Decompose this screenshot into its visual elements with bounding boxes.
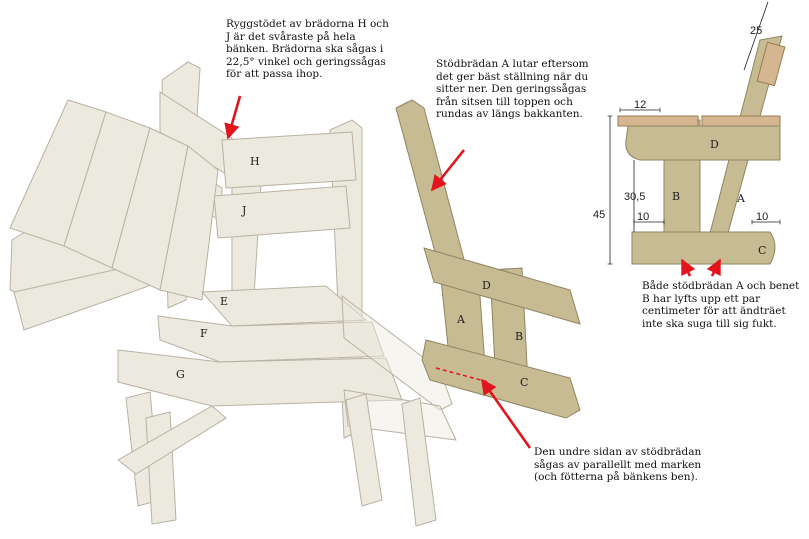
label-j: J bbox=[241, 204, 246, 217]
dim-12: 12 bbox=[634, 99, 646, 111]
label-b: B bbox=[515, 330, 523, 343]
dim-30-5: 30,5 bbox=[624, 191, 645, 203]
right-end-foot bbox=[343, 389, 457, 441]
arrow-lift-a bbox=[706, 258, 722, 277]
foot-c bbox=[421, 339, 581, 419]
tech-label-b: B bbox=[672, 190, 680, 203]
note-backrest: Ryggstödet av brädorna H och J är det sv… bbox=[226, 18, 389, 81]
arrow-underside bbox=[480, 378, 532, 449]
seat-left-board-4 bbox=[159, 145, 219, 301]
label-g: G bbox=[176, 368, 185, 381]
tech-support-d bbox=[625, 125, 781, 161]
underside-dashed-line bbox=[435, 367, 489, 383]
dim-10-left: 10 bbox=[637, 211, 649, 223]
front-foot-beam bbox=[117, 405, 227, 475]
label-c: C bbox=[520, 376, 528, 389]
label-f: F bbox=[200, 327, 208, 340]
seat-board-f bbox=[157, 315, 385, 363]
support-d bbox=[423, 247, 581, 325]
tech-label-c: C bbox=[758, 244, 766, 257]
tech-label-d: D bbox=[710, 138, 719, 151]
arrow-lift-b bbox=[680, 258, 696, 277]
label-a: A bbox=[456, 313, 466, 326]
label-h: H bbox=[250, 155, 260, 168]
corner-bench-illustration bbox=[9, 61, 457, 527]
technical-side-view bbox=[607, 1, 786, 265]
tech-top-plank bbox=[756, 41, 786, 87]
tech-foot-c bbox=[631, 231, 776, 265]
arrow-support-a bbox=[430, 149, 466, 192]
backrest-board-h bbox=[221, 131, 357, 189]
seat-board-e bbox=[200, 285, 368, 327]
right-rear-leg bbox=[401, 397, 437, 527]
note-underside: Den undre sidan av stödbrädan sågas av p… bbox=[534, 446, 702, 484]
dim-25: 25 bbox=[750, 25, 762, 37]
note-support-a: Stödbrädan A lutar eftersom det ger bäst… bbox=[436, 58, 589, 121]
label-d: D bbox=[482, 279, 491, 292]
label-e: E bbox=[220, 295, 228, 308]
tech-label-a: A bbox=[736, 192, 746, 205]
red-arrows bbox=[224, 95, 722, 449]
tech-seat-plank-1 bbox=[617, 115, 699, 127]
arrow-backrest bbox=[224, 95, 242, 140]
tech-seat-plank-2 bbox=[701, 115, 781, 127]
dim-45: 45 bbox=[593, 209, 605, 221]
backrest-board-j bbox=[213, 185, 351, 239]
dim-10-right: 10 bbox=[756, 211, 768, 223]
right-front-leg bbox=[345, 393, 383, 507]
side-frame-illustration bbox=[395, 99, 581, 419]
note-lifted: Både stödbrädan A och benet B har lyfts … bbox=[642, 280, 800, 330]
